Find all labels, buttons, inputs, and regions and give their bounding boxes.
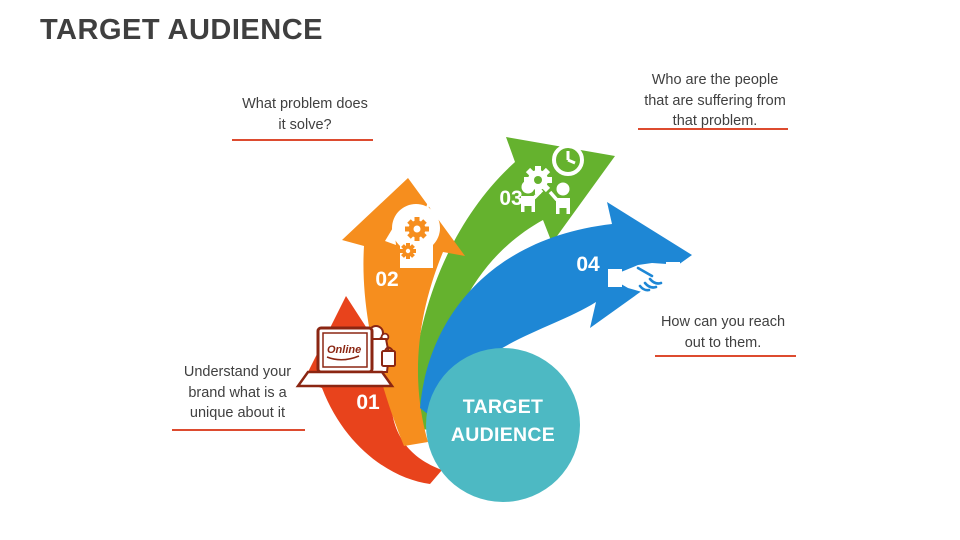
step-number-01: 01 bbox=[356, 391, 380, 414]
step-number-03: 03 bbox=[499, 187, 522, 210]
center-circle bbox=[426, 348, 580, 502]
caption-underline-03 bbox=[638, 128, 788, 130]
caption-step-02: What problem does it solve? bbox=[242, 96, 368, 133]
arrow-step-04 bbox=[420, 202, 692, 422]
online-shopping-icon: Online bbox=[295, 325, 396, 388]
caption-step-04: How can you reach out to them. bbox=[660, 314, 786, 351]
step-number-04: 04 bbox=[576, 253, 600, 276]
arrow-step-03 bbox=[411, 137, 615, 430]
caption-underline-02 bbox=[232, 139, 373, 141]
arrow-step-02 bbox=[342, 178, 465, 446]
handshake-icon bbox=[608, 262, 680, 292]
caption-step-03: Who are the people that are suffering fr… bbox=[644, 72, 786, 130]
caption-underline-04 bbox=[655, 355, 796, 357]
svg-text:Online: Online bbox=[327, 344, 361, 356]
caption-underline-01 bbox=[172, 429, 305, 431]
page-title: TARGET AUDIENCE bbox=[40, 14, 323, 46]
thinking-head-gears-icon bbox=[385, 195, 446, 268]
caption-step-01: Understand your brand what is a unique a… bbox=[183, 364, 292, 422]
center-circle-label: TARGET AUDIENCE bbox=[450, 396, 556, 447]
collaboration-time-icon bbox=[521, 144, 584, 214]
step-number-02: 02 bbox=[375, 268, 398, 291]
